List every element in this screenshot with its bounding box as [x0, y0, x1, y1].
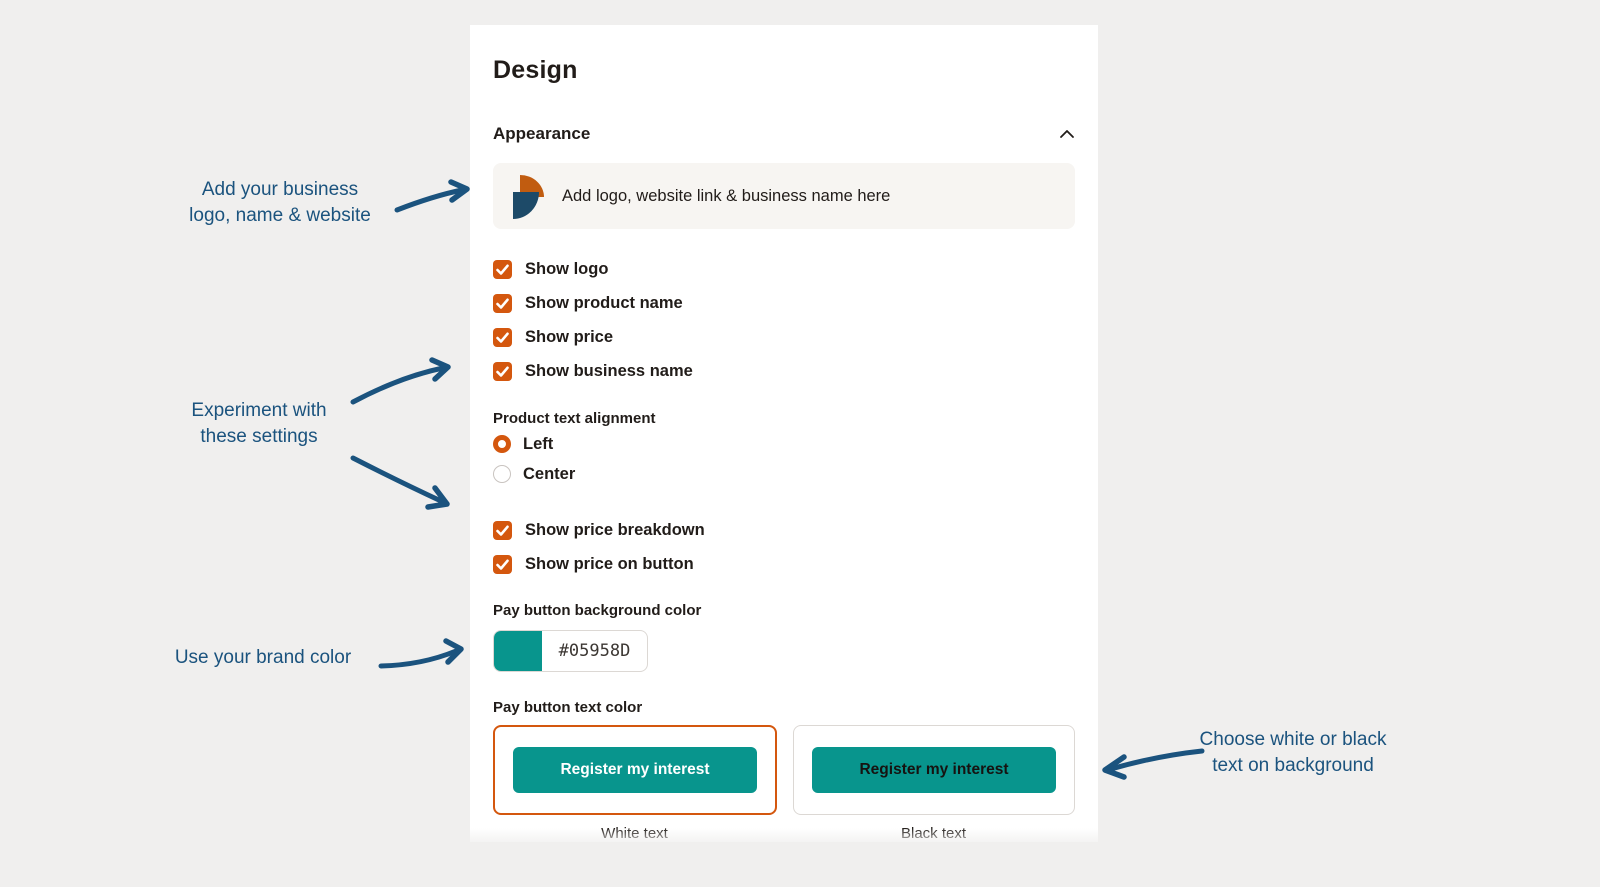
- annotation-line: Use your brand color: [174, 647, 352, 668]
- arrow-to-logo-upload-icon: [394, 179, 470, 213]
- black-text-caption: Black text: [900, 825, 967, 842]
- display-toggles-group: Show logo Show product name Show price S…: [493, 252, 1075, 388]
- logo-navy-wedge: [513, 191, 539, 219]
- annotation-line: logo, name & website: [189, 205, 371, 226]
- checkbox-checked-icon[interactable]: [493, 259, 512, 279]
- checkbox-checked-icon[interactable]: [493, 520, 512, 540]
- annotation-line: these settings: [200, 426, 318, 447]
- option-captions: White text Black text: [493, 825, 1075, 842]
- pay-button-preview-black[interactable]: Register my interest: [812, 747, 1056, 793]
- logo-upload-area[interactable]: Add logo, website link & business name h…: [493, 163, 1075, 229]
- checkbox-checked-icon[interactable]: [493, 327, 512, 347]
- checkbox-label: Show price on button: [525, 554, 694, 573]
- pay-button-text-color-label: Pay button text color: [493, 699, 643, 716]
- checkbox-label: Show business name: [525, 361, 693, 380]
- business-logo-placeholder-icon: [513, 174, 544, 219]
- checkbox-show-business-name[interactable]: Show business name: [493, 354, 1075, 388]
- chevron-up-icon[interactable]: [1059, 129, 1075, 139]
- arrow-to-brand-color-icon: [378, 638, 464, 669]
- annotation-choose-text: Choose white or black text on background: [1178, 727, 1408, 779]
- annotation-line: Add your business: [201, 179, 359, 200]
- radio-selected-icon[interactable]: [493, 435, 511, 453]
- checkbox-checked-icon[interactable]: [493, 293, 512, 313]
- checkbox-checked-icon[interactable]: [493, 361, 512, 381]
- option-white-text[interactable]: Register my interest: [493, 725, 777, 815]
- radio-label: Left: [523, 434, 554, 453]
- radio-align-left[interactable]: Left: [493, 429, 1075, 459]
- pay-button-preview-white[interactable]: Register my interest: [513, 747, 757, 793]
- annotation-brand-color: Use your brand color: [148, 645, 378, 671]
- checkbox-show-price-on-button[interactable]: Show price on button: [493, 547, 1075, 581]
- annotation-add-logo: Add your business logo, name & website: [150, 177, 410, 229]
- arrow-to-price-toggles-icon: [350, 455, 450, 510]
- radio-label: Center: [523, 464, 576, 483]
- hex-color-value[interactable]: #05958D: [558, 641, 631, 661]
- color-swatch[interactable]: [494, 631, 542, 671]
- checkbox-show-price-breakdown[interactable]: Show price breakdown: [493, 513, 1075, 547]
- appearance-section-header[interactable]: Appearance: [493, 121, 1075, 147]
- white-text-caption: White text: [601, 825, 668, 842]
- checkbox-label: Show product name: [525, 293, 683, 312]
- checkbox-label: Show logo: [525, 259, 609, 278]
- annotation-experiment: Experiment with these settings: [150, 398, 368, 450]
- checkbox-show-product-name[interactable]: Show product name: [493, 286, 1075, 320]
- checkbox-checked-icon[interactable]: [493, 554, 512, 574]
- text-color-options: Register my interest Register my interes…: [493, 725, 1075, 815]
- bg-color-input[interactable]: #05958D: [493, 630, 648, 672]
- checkbox-label: Show price: [525, 327, 614, 346]
- design-settings-panel: Design Appearance Add logo, website link…: [470, 25, 1098, 846]
- pay-button-bg-color-label: Pay button background color: [493, 602, 702, 619]
- annotation-line: text on background: [1212, 755, 1374, 776]
- checkbox-show-logo[interactable]: Show logo: [493, 252, 1075, 286]
- annotation-line: Choose white or black: [1199, 729, 1387, 750]
- arrow-to-text-color-options-icon: [1102, 748, 1205, 780]
- checkbox-show-price[interactable]: Show price: [493, 320, 1075, 354]
- arrow-to-toggles-icon: [350, 357, 451, 405]
- checkbox-label: Show price breakdown: [525, 520, 705, 539]
- panel-title: Design: [493, 56, 578, 84]
- section-title: Appearance: [493, 124, 591, 143]
- product-text-alignment-label: Product text alignment: [493, 410, 656, 427]
- logo-upload-text: Add logo, website link & business name h…: [562, 186, 891, 205]
- option-black-text[interactable]: Register my interest: [793, 725, 1075, 815]
- price-toggles-group: Show price breakdown Show price on butto…: [493, 513, 1075, 581]
- radio-align-center[interactable]: Center: [493, 459, 1075, 489]
- annotation-line: Experiment with: [191, 400, 327, 421]
- radio-unselected-icon[interactable]: [493, 465, 511, 483]
